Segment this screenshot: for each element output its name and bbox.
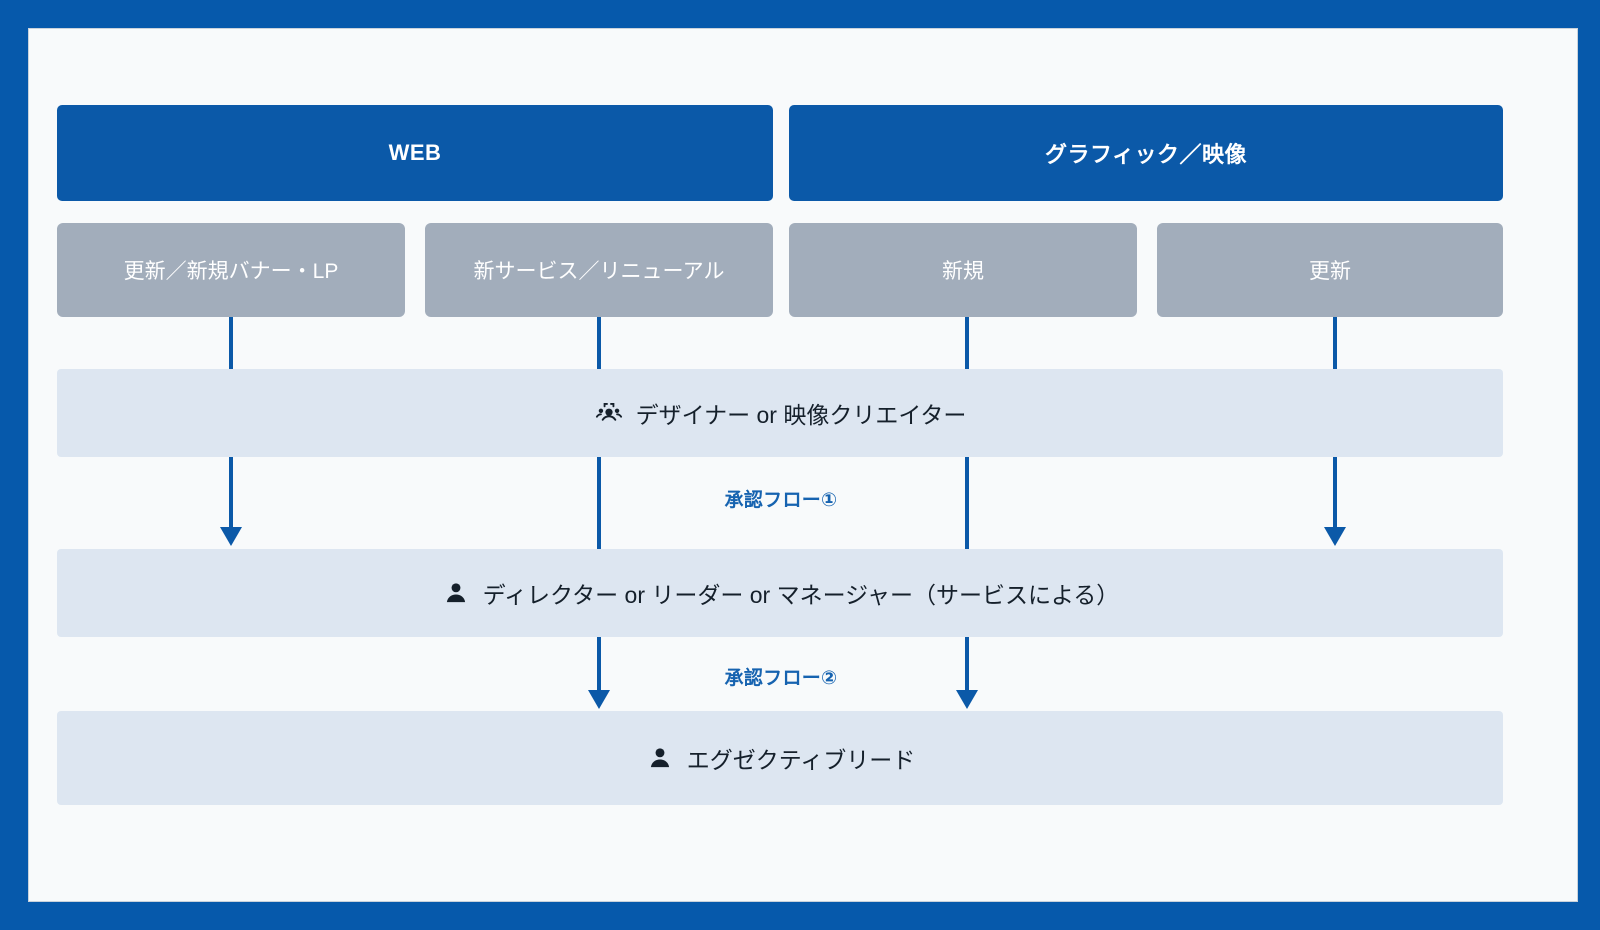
- subcategory-box-new: 新規: [789, 223, 1137, 317]
- role-content: エグゼクティブリード: [645, 741, 916, 775]
- role-row-director: ディレクター or リーダー or マネージャー（サービスによる）: [57, 549, 1503, 637]
- connector-col2-arrowhead-row3: [588, 690, 610, 709]
- category-label: グラフィック／映像: [1044, 142, 1248, 167]
- role-content: ディレクター or リーダー or マネージャー（サービスによる）: [441, 576, 1120, 610]
- connector-col1-arrowhead-row2: [220, 527, 242, 546]
- people-group-icon: [594, 398, 624, 428]
- role-label: エグゼクティブリード: [686, 747, 916, 773]
- connector-col3-seg1: [965, 317, 969, 369]
- connector-col1-seg2: [229, 457, 233, 529]
- subcategory-label: 更新: [1309, 260, 1351, 283]
- role-row-executive-lead: エグゼクティブリード: [57, 711, 1503, 805]
- person-icon: [645, 743, 675, 773]
- category-box-web: WEB: [57, 105, 773, 201]
- flow-label-2: 承認フロー②: [724, 668, 838, 689]
- role-row-designer: デザイナー or 映像クリエイター: [57, 369, 1503, 457]
- subcategory-box-new-service-renewal: 新サービス／リニューアル: [425, 223, 773, 317]
- connector-col3-arrowhead-row3: [956, 690, 978, 709]
- connector-col1-seg1: [229, 317, 233, 369]
- category-label: WEB: [388, 140, 442, 165]
- subcategory-label: 新サービス／リニューアル: [473, 260, 725, 283]
- subcategory-box-update-new-banner-lp: 更新／新規バナー・LP: [57, 223, 405, 317]
- connector-col4-seg2: [1333, 457, 1337, 529]
- connector-col4-seg1: [1333, 317, 1337, 369]
- role-content: デザイナー or 映像クリエイター: [594, 396, 967, 430]
- connector-col3-seg3: [965, 637, 969, 692]
- role-label: ディレクター or リーダー or マネージャー（サービスによる）: [482, 582, 1120, 608]
- person-icon: [441, 578, 471, 608]
- role-label: デザイナー or 映像クリエイター: [635, 402, 967, 428]
- connector-col2-seg1: [597, 317, 601, 369]
- category-box-graphic-video: グラフィック／映像: [789, 105, 1503, 201]
- diagram-frame: WEB グラフィック／映像 更新／新規バナー・LP 新サービス／リニューアル 新…: [28, 28, 1578, 902]
- subcategory-label: 更新／新規バナー・LP: [123, 260, 339, 283]
- subcategory-label: 新規: [942, 260, 984, 283]
- connector-col3-seg2: [965, 457, 969, 549]
- connector-col4-arrowhead-row2: [1324, 527, 1346, 546]
- connector-col2-seg2: [597, 457, 601, 549]
- flow-label-1: 承認フロー①: [724, 490, 838, 511]
- diagram-canvas: WEB グラフィック／映像 更新／新規バナー・LP 新サービス／リニューアル 新…: [29, 29, 1577, 901]
- subcategory-box-update: 更新: [1157, 223, 1503, 317]
- connector-col2-seg3: [597, 637, 601, 692]
